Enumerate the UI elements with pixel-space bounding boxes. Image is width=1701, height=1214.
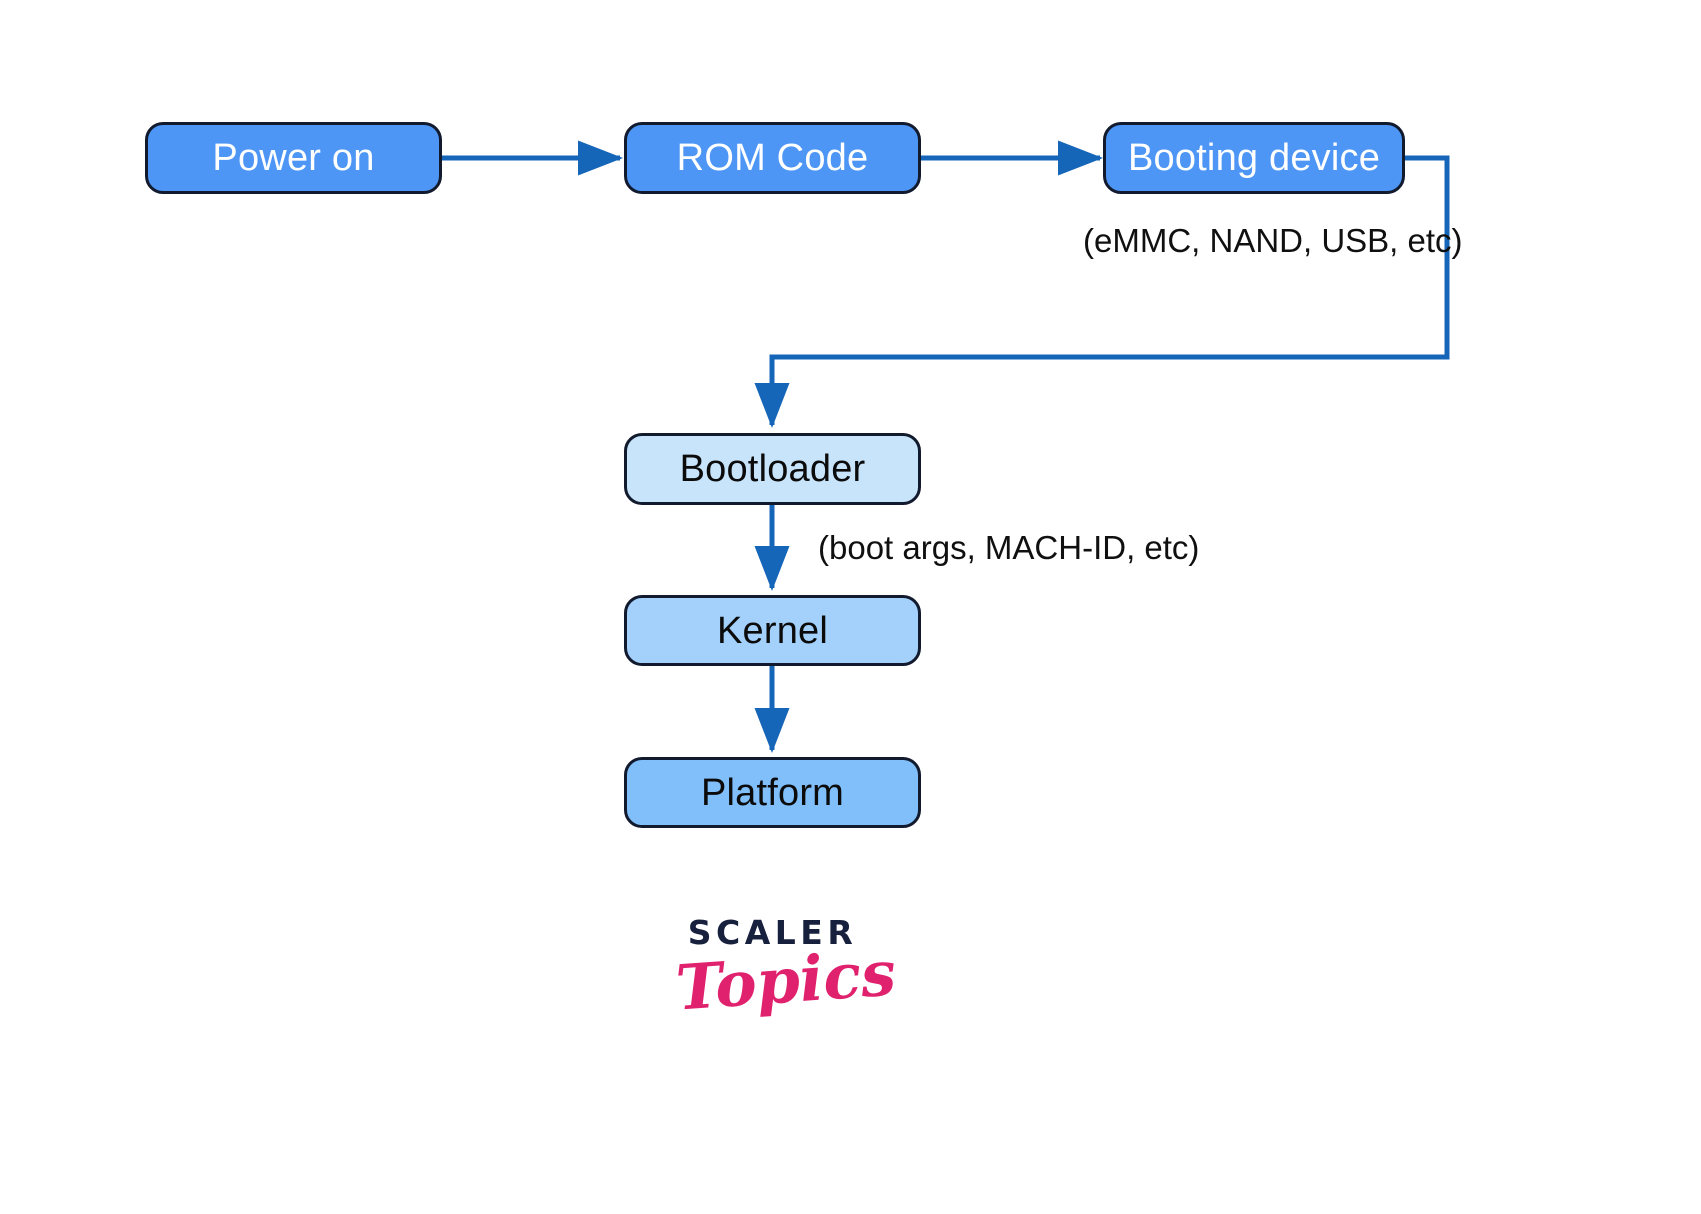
node-power-on-label: Power on — [212, 137, 375, 179]
logo-product-text: Topics — [673, 936, 899, 1025]
node-kernel-label: Kernel — [716, 609, 829, 652]
annotation-bootloader-note: (boot args, MACH-ID, etc) — [818, 529, 1200, 566]
edge-booting-device-to-bootloader — [754, 155, 1450, 429]
node-bootloader[interactable]: Bootloader — [624, 433, 921, 505]
node-rom-code[interactable]: ROM Code — [624, 122, 921, 194]
node-kernel[interactable]: Kernel — [624, 595, 921, 666]
scaler-topics-logo: SCALER Topics — [674, 913, 898, 1025]
node-power-on[interactable]: Power on — [145, 122, 442, 194]
node-platform[interactable]: Platform — [624, 757, 921, 828]
node-booting-device-label: Booting device — [1127, 137, 1381, 179]
logo-brand-text: SCALER — [687, 913, 858, 952]
node-rom-code-label: ROM Code — [676, 137, 869, 179]
node-booting-device[interactable]: Booting device — [1103, 122, 1405, 194]
node-bootloader-label: Bootloader — [679, 448, 866, 490]
node-platform-label: Platform — [700, 771, 845, 814]
annotation-booting-device-note: (eMMC, NAND, USB, etc) — [1083, 222, 1463, 259]
